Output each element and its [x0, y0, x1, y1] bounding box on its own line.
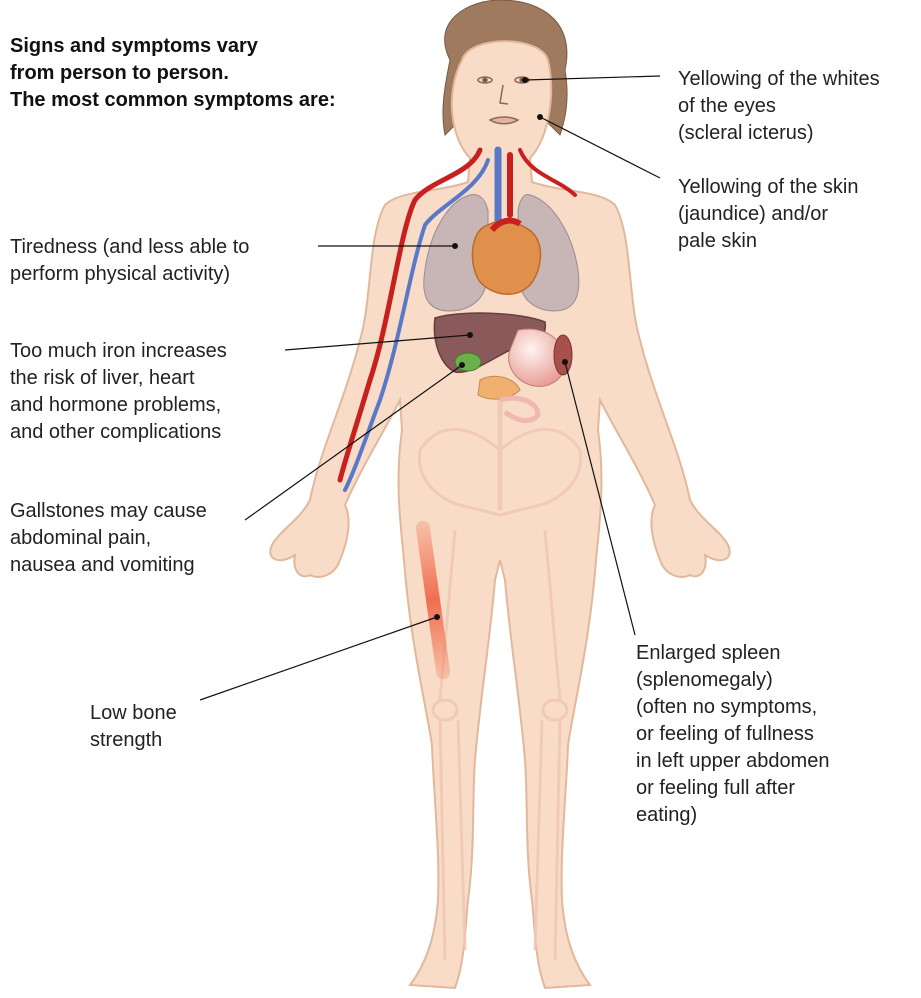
annotation-skin: Yellowing of the skin (jaundice) and/or … — [678, 174, 859, 255]
annotation-tiredness: Tiredness (and less able to perform phys… — [10, 234, 249, 288]
annotation-line: or feeling of fullness — [636, 721, 829, 748]
annotation-line: pale skin — [678, 228, 859, 255]
pointer-skin — [540, 117, 660, 178]
annotation-line: the risk of liver, heart — [10, 365, 227, 392]
annotation-line: strength — [90, 727, 177, 754]
annotation-line: in left upper abdomen — [636, 748, 829, 775]
pointer-bone — [200, 617, 437, 700]
annotation-line: (splenomegaly) — [636, 667, 829, 694]
annotation-line: Enlarged spleen — [636, 640, 829, 667]
annotation-line: and other complications — [10, 419, 227, 446]
annotation-line: Yellowing of the skin — [678, 174, 859, 201]
annotation-line: nausea and vomiting — [10, 552, 207, 579]
annotation-line: eating) — [636, 802, 829, 829]
annotation-line: of the eyes — [678, 93, 880, 120]
intro-line: from person to person. — [10, 60, 336, 87]
annotation-line: Low bone — [90, 700, 177, 727]
intro-line: The most common symptoms are: — [10, 87, 336, 114]
annotation-line: and hormone problems, — [10, 392, 227, 419]
spleen — [554, 335, 572, 375]
annotation-gallstones: Gallstones may cause abdominal pain, nau… — [10, 498, 207, 579]
annotation-line: Tiredness (and less able to — [10, 234, 249, 261]
annotation-line: (jaundice) and/or — [678, 201, 859, 228]
annotation-line: Yellowing of the whites — [678, 66, 880, 93]
heart — [472, 221, 540, 294]
annotation-line: Too much iron increases — [10, 338, 227, 365]
annotation-line: abdominal pain, — [10, 525, 207, 552]
intro-line: Signs and symptoms vary — [10, 33, 336, 60]
intro-text: Signs and symptoms vary from person to p… — [10, 33, 336, 114]
annotation-bone: Low bone strength — [90, 700, 177, 754]
gallbladder — [455, 353, 481, 371]
annotation-iron: Too much iron increases the risk of live… — [10, 338, 227, 446]
annotation-line: (often no symptoms, — [636, 694, 829, 721]
annotation-line: Gallstones may cause — [10, 498, 207, 525]
annotation-eyes: Yellowing of the whites of the eyes (scl… — [678, 66, 880, 147]
annotation-line: or feeling full after — [636, 775, 829, 802]
annotation-spleen: Enlarged spleen (splenomegaly) (often no… — [636, 640, 829, 829]
annotation-line: (scleral icterus) — [678, 120, 880, 147]
annotation-line: perform physical activity) — [10, 261, 249, 288]
